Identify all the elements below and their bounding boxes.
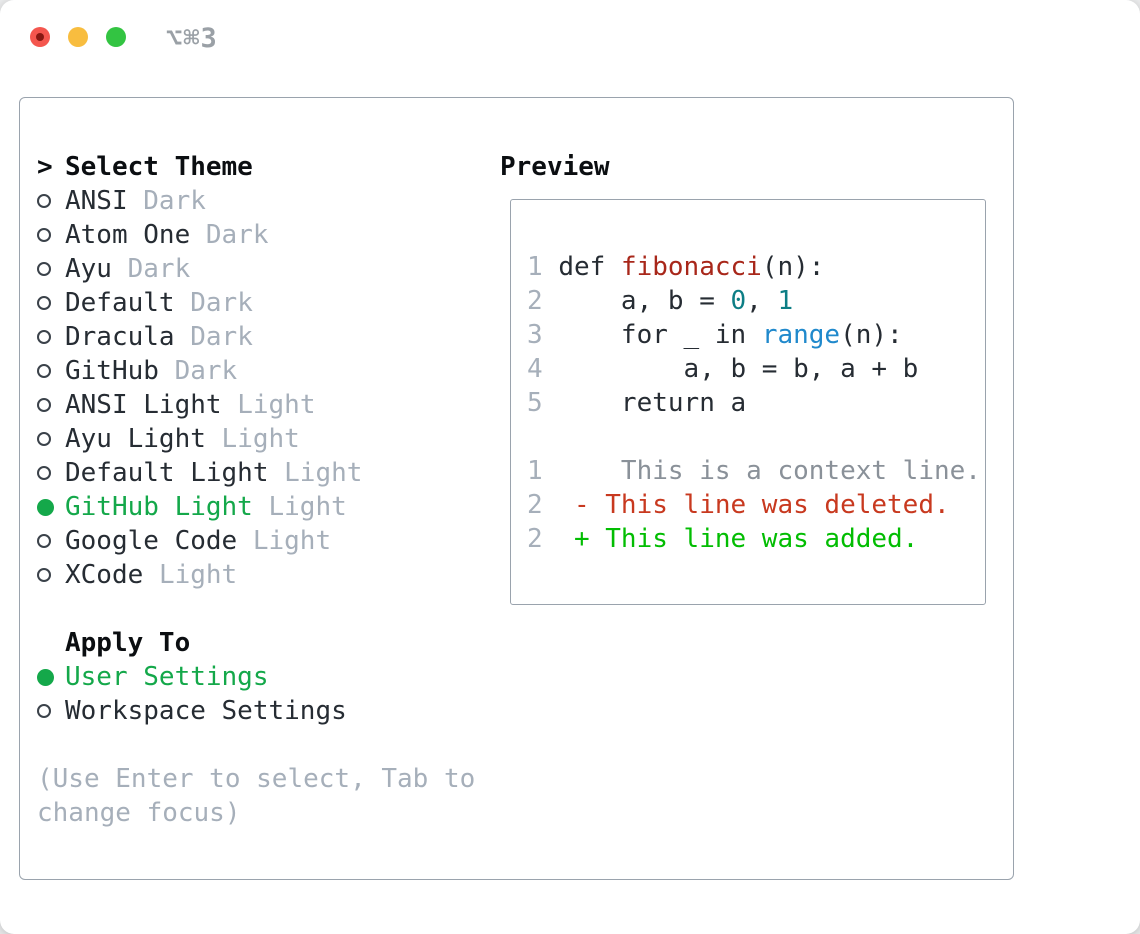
preview-pane: 1 def fibonacci(n): 2 a, b = 0, 1 3 for _ … <box>510 199 986 605</box>
theme-option-ayu[interactable]: Ayu Dark <box>37 252 475 286</box>
theme-options: ANSI Dark Atom One Dark Ayu Dark Default… <box>37 184 475 592</box>
theme-option-default[interactable]: Default Dark <box>37 286 475 320</box>
select-theme-header: > Select Theme <box>37 150 475 184</box>
radio-icon <box>37 262 65 276</box>
apply-to-header: Apply To <box>37 626 475 660</box>
preview-code-line: 4 a, b = b, a + b <box>527 354 919 384</box>
theme-option-ansi-light[interactable]: ANSI Light Light <box>37 388 475 422</box>
window-title-shortcut: ⌥⌘3 <box>166 23 218 54</box>
preview-code-line: 1 This is a context line. <box>527 456 981 486</box>
prompt-marker-icon: > <box>37 152 53 182</box>
theme-option-dracula[interactable]: Dracula Dark <box>37 320 475 354</box>
help-text-line-1: (Use Enter to select, Tab to <box>37 764 476 794</box>
radio-icon <box>37 668 65 686</box>
preview-code-line: 1 def fibonacci(n): <box>527 252 825 282</box>
preview-code-line: 3 for _ in range(n): <box>527 320 903 350</box>
radio-icon <box>37 498 65 516</box>
preview-code-line: 5 return a <box>527 388 747 418</box>
theme-option-default-light[interactable]: Default Light Light <box>37 456 475 490</box>
help-text: (Use Enter to select, Tab to change focu… <box>37 762 475 830</box>
titlebar: ⌥⌘3 <box>0 0 1140 74</box>
help-text-line-2: change focus) <box>37 798 241 828</box>
radio-icon <box>37 704 65 718</box>
apply-option-user-settings[interactable]: User Settings <box>37 660 475 694</box>
minimize-button[interactable] <box>68 27 88 47</box>
theme-option-github[interactable]: GitHub Dark <box>37 354 475 388</box>
theme-list: > Select Theme ANSI Dark Atom One Dark A… <box>37 150 475 830</box>
radio-icon <box>37 330 65 344</box>
preview-code-line <box>527 420 985 454</box>
radio-icon <box>37 364 65 378</box>
apply-to-title: Apply To <box>65 628 191 658</box>
theme-option-atom-one[interactable]: Atom One Dark <box>37 218 475 252</box>
preview-title: Preview <box>500 152 610 182</box>
theme-option-xcode[interactable]: XCode Light <box>37 558 475 592</box>
radio-icon <box>37 398 65 412</box>
preview-code: 1 def fibonacci(n): 2 a, b = 0, 1 3 for _ … <box>527 250 985 556</box>
radio-icon <box>37 194 65 208</box>
theme-option-github-light[interactable]: GitHub Light Light <box>37 490 475 524</box>
preview-code-line: 2 + This line was added. <box>527 524 919 554</box>
radio-icon <box>37 296 65 310</box>
select-theme-title: Select Theme <box>65 152 253 182</box>
close-button[interactable] <box>30 27 50 47</box>
theme-option-ayu-light[interactable]: Ayu Light Light <box>37 422 475 456</box>
radio-icon <box>37 568 65 582</box>
radio-icon <box>37 466 65 480</box>
theme-option-google-code[interactable]: Google Code Light <box>37 524 475 558</box>
preview-code-line: 2 a, b = 0, 1 <box>527 286 794 316</box>
apply-option-workspace-settings[interactable]: Workspace Settings <box>37 694 475 728</box>
preview-code-line: 2 - This line was deleted. <box>527 490 950 520</box>
zoom-button[interactable] <box>106 27 126 47</box>
theme-option-ansi[interactable]: ANSI Dark <box>37 184 475 218</box>
radio-icon <box>37 228 65 242</box>
apply-to-options: User Settings Workspace Settings <box>37 660 475 728</box>
radio-icon <box>37 534 65 548</box>
radio-icon <box>37 432 65 446</box>
